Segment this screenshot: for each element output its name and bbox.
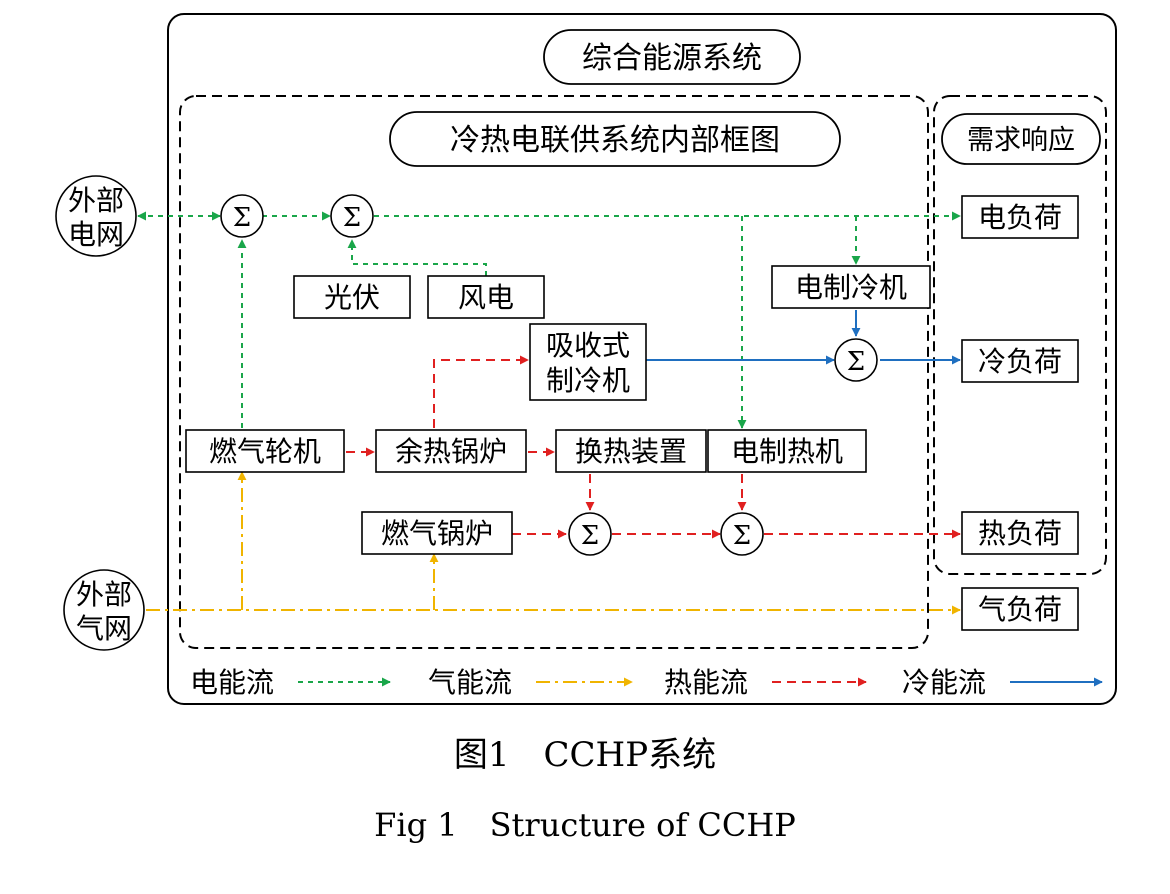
- outer-frame: [167, 13, 1117, 705]
- svg-text:风电: 风电: [458, 281, 514, 314]
- svg-text:光伏: 光伏: [324, 281, 380, 314]
- svg-text:制冷机: 制冷机: [546, 364, 630, 397]
- svg-text:电网: 电网: [68, 218, 124, 251]
- absorption-chiller-block: 吸收式 制冷机: [529, 323, 647, 401]
- pv-block: 光伏: [293, 275, 411, 319]
- svg-text:换热装置: 换热装置: [575, 435, 687, 468]
- electric-flow-lines: [137, 211, 961, 429]
- legend-cold-label: 冷能流: [902, 666, 986, 699]
- inner-frame: [179, 95, 929, 649]
- svg-text:电制热机: 电制热机: [731, 435, 843, 468]
- caption-cn: 图1 CCHP系统: [454, 735, 716, 775]
- legend: 电能流 气能流 热能流 冷能流: [190, 666, 1103, 699]
- svg-text:电负荷: 电负荷: [978, 201, 1062, 234]
- sum-node-renewable: Σ: [330, 194, 374, 238]
- electric-heater-block: 电制热机: [707, 429, 867, 473]
- heat-exchanger-block: 换热装置: [555, 429, 707, 473]
- sum-node-cooling: Σ: [834, 338, 878, 382]
- svg-text:吸收式: 吸收式: [546, 329, 630, 362]
- svg-text:Σ: Σ: [581, 521, 599, 551]
- svg-text:需求响应: 需求响应: [967, 125, 1075, 156]
- external-grid: 外部 电网: [55, 175, 137, 257]
- electric-chiller-block: 电制冷机: [771, 265, 931, 309]
- svg-text:综合能源系统: 综合能源系统: [582, 41, 762, 76]
- wind-block: 风电: [427, 275, 545, 319]
- caption-en: Fig 1 Structure of CCHP: [374, 806, 796, 844]
- inner-title: 冷热电联供系统内部框图: [389, 111, 841, 167]
- legend-heat-label: 热能流: [664, 666, 748, 699]
- svg-text:Σ: Σ: [847, 347, 865, 377]
- svg-text:冷负荷: 冷负荷: [978, 345, 1062, 378]
- svg-text:余热锅炉: 余热锅炉: [395, 435, 507, 468]
- cold-flow-lines: [646, 310, 961, 365]
- svg-text:气网: 气网: [76, 612, 132, 645]
- svg-text:外部: 外部: [68, 184, 124, 217]
- waste-heat-boiler-block: 余热锅炉: [375, 429, 527, 473]
- gas-load-block: 气负荷: [961, 587, 1079, 631]
- svg-text:Σ: Σ: [343, 203, 361, 233]
- legend-gas-label: 气能流: [428, 666, 512, 699]
- legend-electric-label: 电能流: [190, 666, 274, 699]
- svg-text:热负荷: 热负荷: [978, 517, 1062, 550]
- sum-node-heat-2: Σ: [720, 512, 764, 556]
- demand-frame: [933, 95, 1107, 575]
- electric-load-block: 电负荷: [961, 195, 1079, 239]
- sum-node-grid: Σ: [220, 194, 264, 238]
- outer-title: 综合能源系统: [543, 29, 801, 85]
- svg-text:冷热电联供系统内部框图: 冷热电联供系统内部框图: [450, 123, 780, 158]
- gas-turbine-block: 燃气轮机: [185, 429, 345, 473]
- svg-text:Σ: Σ: [733, 521, 751, 551]
- svg-text:外部: 外部: [76, 578, 132, 611]
- svg-text:电制冷机: 电制冷机: [795, 271, 907, 304]
- svg-text:燃气轮机: 燃气轮机: [209, 435, 321, 468]
- cooling-load-block: 冷负荷: [961, 339, 1079, 383]
- demand-title: 需求响应: [941, 113, 1101, 165]
- svg-text:Σ: Σ: [233, 203, 251, 233]
- svg-text:燃气锅炉: 燃气锅炉: [381, 517, 493, 550]
- heat-flow-lines: [346, 355, 961, 539]
- gas-flow-lines: [146, 471, 961, 615]
- gas-boiler-block: 燃气锅炉: [361, 511, 513, 555]
- external-gas-network: 外部 气网: [63, 569, 145, 651]
- svg-text:气负荷: 气负荷: [978, 593, 1062, 626]
- heat-load-block: 热负荷: [961, 511, 1079, 555]
- sum-node-heat-1: Σ: [568, 512, 612, 556]
